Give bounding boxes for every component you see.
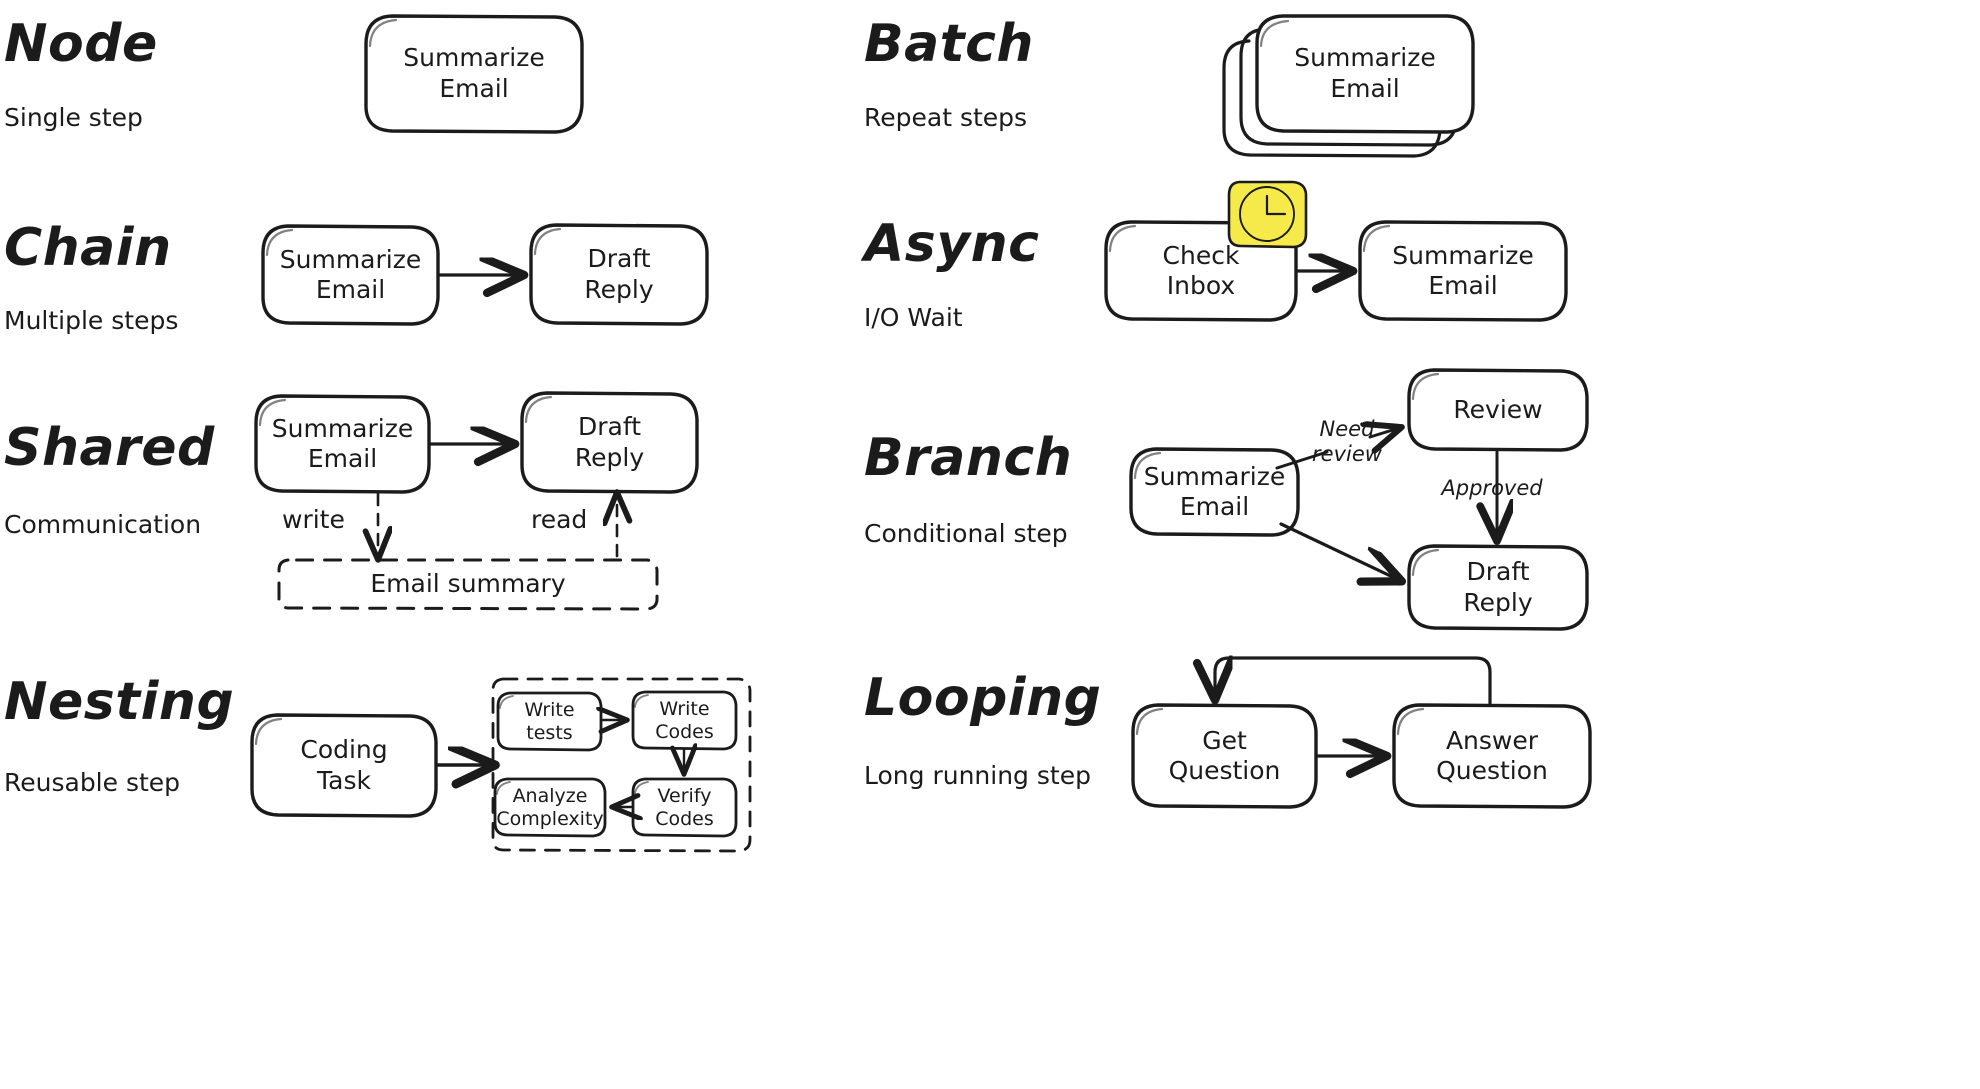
nesting-box-ne1[interactable] [252, 715, 436, 816]
node-box-n1[interactable] [366, 16, 582, 131]
pattern-subtitle-node: Single step [4, 103, 143, 132]
nesting-box-ne4[interactable] [633, 779, 736, 836]
shared-store-s3[interactable] [279, 560, 657, 609]
pattern-subtitle-looping: Long running step [864, 761, 1091, 790]
chain-box-c2[interactable] [531, 225, 707, 324]
looping-box-lo1[interactable] [1133, 705, 1316, 807]
branch-box-br2[interactable] [1409, 370, 1587, 450]
looping-edge-lo2-lo1 [1215, 658, 1492, 705]
pattern-subtitle-batch: Repeat steps [864, 103, 1028, 132]
pattern-subtitle-chain: Multiple steps [4, 306, 179, 335]
branch-edge-label-approved: Approved [1441, 476, 1543, 500]
shared-edge-label-write: write [282, 505, 345, 534]
async-box-a2[interactable] [1360, 222, 1566, 320]
pattern-title-batch: Batch [864, 14, 1034, 74]
pattern-title-nesting: Nesting [4, 672, 235, 732]
shared-edge-label-read: read [531, 505, 588, 534]
pattern-subtitle-nesting: Reusable step [4, 768, 181, 797]
shared-box-s1[interactable] [256, 396, 429, 492]
nesting-box-ne5[interactable] [495, 779, 605, 836]
pattern-title-shared: Shared [4, 418, 215, 478]
nesting-box-ne3[interactable] [633, 692, 736, 749]
chain-box-c1[interactable] [263, 226, 438, 324]
branch-edge-label-need-review: Need review [1312, 417, 1382, 467]
branch-box-br3[interactable] [1409, 546, 1587, 629]
pattern-title-chain: Chain [4, 218, 172, 278]
branch-box-br1[interactable] [1131, 449, 1298, 535]
pattern-title-branch: Branch [864, 428, 1073, 488]
looping-box-lo2[interactable] [1394, 705, 1590, 807]
batch-box-b1[interactable] [1257, 16, 1473, 131]
pattern-subtitle-shared: Communication [4, 510, 202, 539]
pattern-subtitle-branch: Conditional step [864, 519, 1068, 548]
pattern-subtitle-async: I/O Wait [864, 303, 963, 332]
pattern-title-node: Node [4, 14, 158, 74]
nesting-box-ne2[interactable] [498, 693, 601, 750]
pattern-title-looping: Looping [864, 668, 1102, 728]
branch-edge-br1-br3 [1279, 522, 1399, 580]
clock-icon-hit[interactable] [1229, 182, 1306, 247]
shared-box-s2[interactable] [522, 393, 697, 492]
pattern-title-async: Async [864, 214, 1040, 274]
